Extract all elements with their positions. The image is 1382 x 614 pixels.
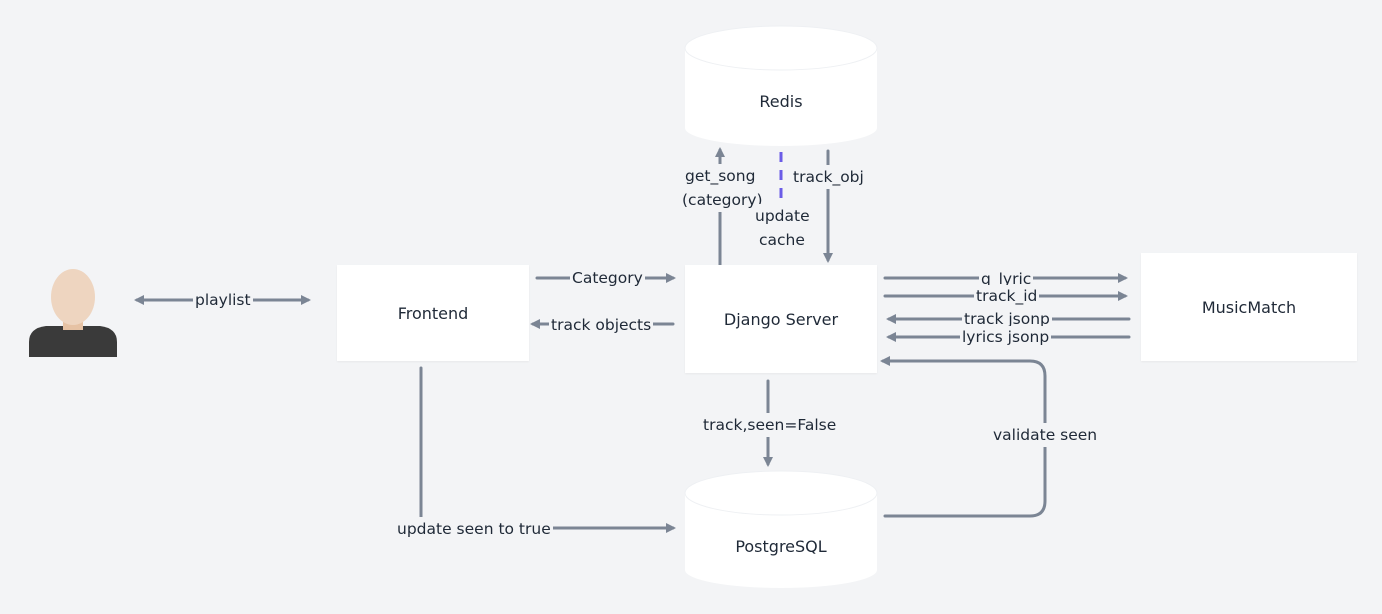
label-track-seen-false: track,seen=False — [701, 413, 839, 437]
musicmatch-label: MusicMatch — [1201, 297, 1297, 317]
label-get-song-line1: get_song — [683, 164, 758, 188]
redis-label: Redis — [759, 92, 803, 111]
label-lyrics-jsonp: lyrics jsonp — [960, 326, 1052, 348]
label-track-jsonp: track jsonp — [962, 308, 1052, 330]
redis-database[interactable] — [684, 25, 878, 146]
label-get-song-line2: (category) — [680, 188, 765, 212]
edge-update-seen-true — [419, 366, 676, 533]
label-validate-seen: validate seen — [991, 423, 1100, 447]
label-category: Category — [570, 266, 645, 290]
django-server-label: Django Server — [723, 309, 839, 329]
postgres-database[interactable] — [684, 470, 878, 588]
user-avatar-icon — [29, 269, 117, 357]
label-track-objects: track objects — [549, 313, 654, 337]
frontend-label: Frontend — [397, 303, 469, 323]
django-server-node[interactable]: Django Server — [685, 265, 877, 373]
label-update-cache-line2: cache — [757, 228, 807, 252]
postgres-label: PostgreSQL — [735, 537, 827, 556]
label-track-id: track_id — [974, 285, 1040, 307]
musicmatch-node[interactable]: MusicMatch — [1141, 253, 1357, 361]
label-playlist: playlist — [193, 288, 253, 312]
label-track-obj: track_obj — [791, 165, 866, 189]
label-update-cache-line1: update — [753, 204, 812, 228]
label-update-seen-true: update seen to true — [395, 517, 553, 541]
frontend-node[interactable]: Frontend — [337, 265, 529, 361]
